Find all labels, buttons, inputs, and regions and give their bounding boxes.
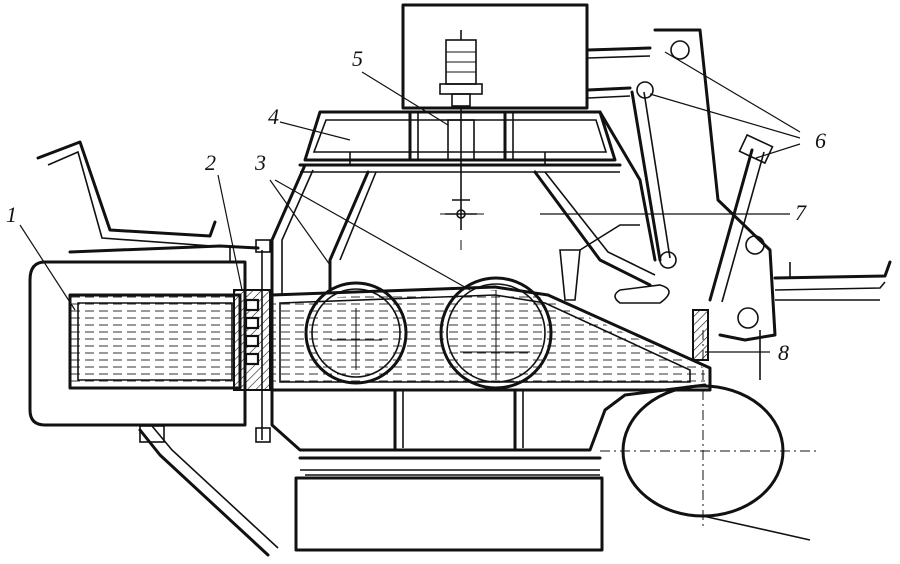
callout-8: 8: [778, 340, 789, 365]
motor-housing: [401, 3, 589, 110]
callout-7: 7: [795, 200, 807, 225]
leader-lines: [19, 51, 801, 353]
right-tray: [773, 260, 892, 301]
drive-motor: [439, 30, 483, 230]
lower-frame: [270, 383, 707, 476]
bottom-base: [294, 476, 604, 552]
callout-2: 2: [205, 150, 216, 175]
side-frame: [270, 110, 657, 297]
centerlines: [440, 213, 484, 250]
callout-4: 4: [268, 104, 279, 129]
left-wing: [36, 140, 260, 262]
callout-labels: 1 2 3 4 5 6 7 8: [6, 46, 826, 365]
callout-5: 5: [352, 46, 363, 71]
upper-frame: [298, 110, 622, 173]
discharge-pipe: [138, 425, 279, 557]
right-mechanism: [559, 28, 777, 380]
flange-plate: [233, 239, 271, 443]
callout-3: 3: [254, 150, 266, 175]
callout-1: 1: [6, 202, 17, 227]
water-tank: [68, 285, 712, 392]
drum-left: [304, 281, 408, 385]
callout-6: 6: [815, 128, 826, 153]
left-housing: [28, 260, 247, 427]
drum-right: [439, 276, 553, 390]
roller: [600, 330, 820, 541]
